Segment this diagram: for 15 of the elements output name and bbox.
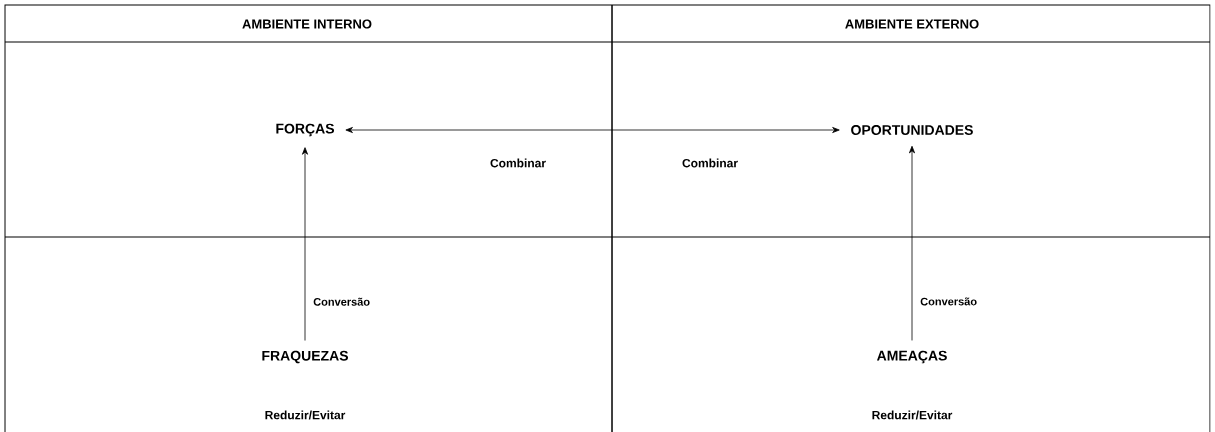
arrow bbox=[302, 147, 308, 341]
edge-label: Conversão bbox=[313, 297, 370, 306]
edge-label: Conversão bbox=[920, 297, 977, 306]
column-header: AMBIENTE INTERNO bbox=[242, 19, 372, 29]
quadrant-title: FORÇAS bbox=[276, 123, 334, 137]
arrow bbox=[345, 127, 840, 133]
column-header: AMBIENTE EXTERNO bbox=[845, 19, 979, 29]
quadrant-title: OPORTUNIDADES bbox=[851, 125, 973, 135]
arrow bbox=[909, 145, 915, 341]
action-text: Combinar bbox=[682, 158, 738, 168]
action-text: Reduzir/Evitar bbox=[872, 410, 953, 420]
action-text: Combinar bbox=[490, 158, 546, 168]
quadrant-title: FRAQUEZAS bbox=[262, 350, 348, 364]
action-text: Reduzir/Evitar bbox=[265, 410, 346, 420]
quadrant-title: AMEAÇAS bbox=[876, 350, 947, 364]
